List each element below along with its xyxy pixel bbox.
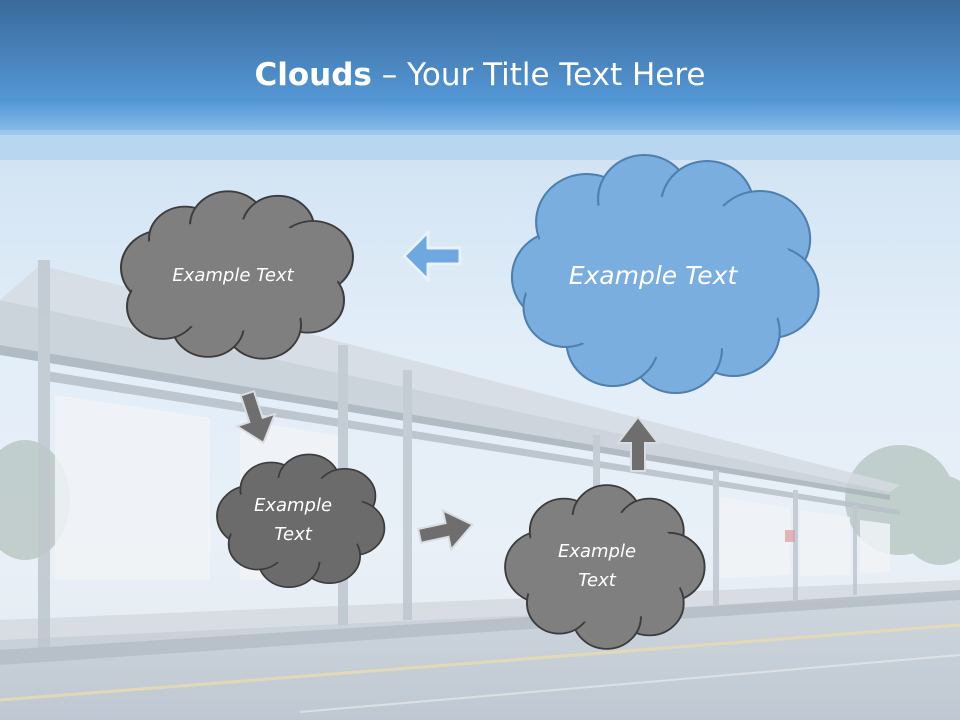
arrow-down-gray-icon <box>234 389 277 445</box>
title-bold: Clouds <box>254 57 372 93</box>
title-separator: – <box>371 57 408 93</box>
road <box>0 590 960 720</box>
cloud-bottom-right-line1: Example <box>557 541 637 562</box>
header-band <box>0 0 960 135</box>
arrow-left-blue-icon <box>402 230 462 282</box>
cloud-top-right <box>510 154 820 394</box>
arrow-right-gray-icon <box>416 508 475 552</box>
slide-title: Clouds – Your Title Text Here <box>0 52 960 98</box>
cloud-bottom-right <box>504 484 706 650</box>
cloud-top-right-text: Example Text <box>533 252 773 298</box>
cloud-middle-left <box>216 453 386 589</box>
cloud-middle-left-line2: Text <box>274 524 312 545</box>
title-rest: Your Title Text Here <box>407 57 706 93</box>
cloud-middle-left-line1: Example <box>253 495 333 516</box>
cloud-top-left-text: Example Text <box>133 255 333 295</box>
cloud-bottom-right-line2: Text <box>578 570 616 591</box>
cloud-top-right-label: Example Text <box>568 260 738 290</box>
cloud-top-left <box>120 190 354 360</box>
cloud-bottom-right-text: Example Text <box>527 536 667 596</box>
arrow-up-gray-icon <box>615 415 661 472</box>
cloud-middle-left-text: Example Text <box>223 490 363 550</box>
cloud-top-left-label: Example Text <box>172 264 294 286</box>
